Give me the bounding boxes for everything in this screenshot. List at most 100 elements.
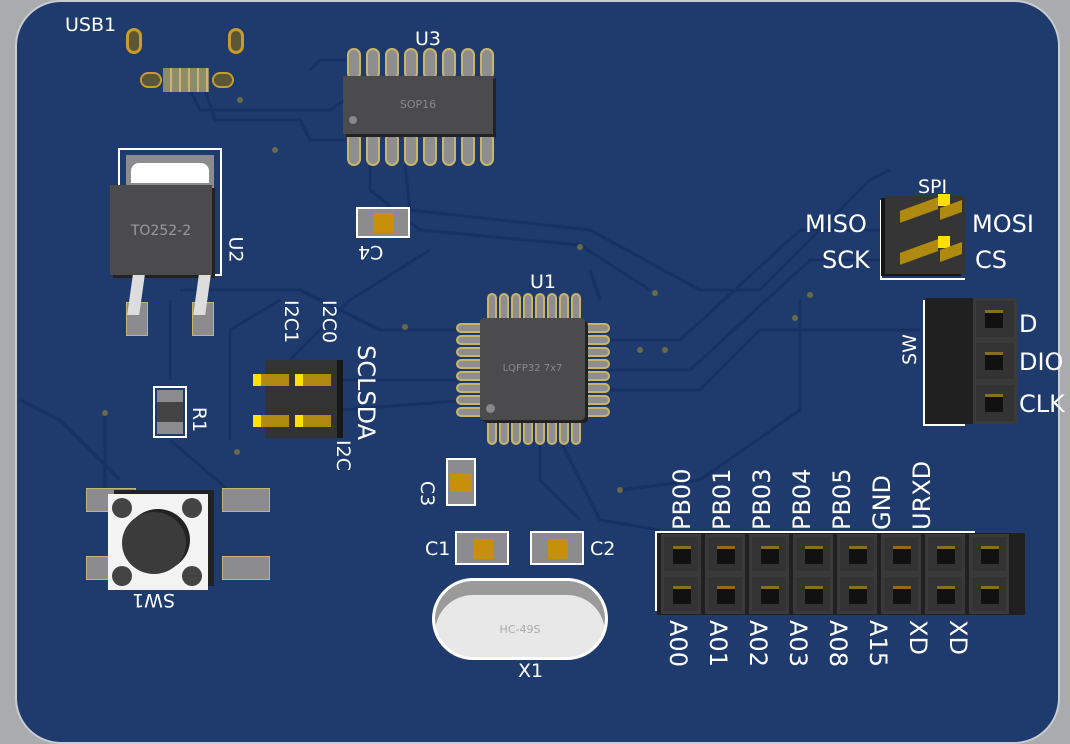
header-socket (661, 574, 701, 614)
usb-signal-pads (163, 68, 209, 92)
header-bottom-label: A00 (664, 620, 692, 667)
header-socket (705, 574, 745, 614)
sw1-pad (222, 556, 270, 580)
header-socket (837, 574, 877, 614)
u3-pin (347, 132, 361, 166)
header-bottom-label: XD (944, 620, 972, 655)
r1-label: R1 (188, 406, 211, 433)
via (792, 315, 798, 321)
trace (288, 248, 431, 362)
u3-package-marking: SOP16 (399, 98, 437, 111)
c3-label: C3 (416, 480, 439, 507)
sw1-pad (222, 488, 270, 512)
usb-pad (140, 72, 162, 88)
via (652, 290, 658, 296)
usb-pad (212, 72, 234, 88)
via (807, 292, 813, 298)
u2-to252-chip: TO252-2 (110, 185, 212, 275)
trace (588, 269, 602, 301)
c4-label: C4 (358, 241, 384, 263)
scl-sda-label: SCLSDA (352, 345, 380, 441)
trace (228, 298, 281, 440)
via (637, 347, 643, 353)
trace (308, 58, 345, 72)
header-socket (793, 534, 833, 574)
sw1-tactile-button[interactable] (108, 494, 208, 590)
via (402, 324, 408, 330)
usb-mount-hole (228, 28, 244, 54)
header-socket (749, 574, 789, 614)
header-socket (925, 534, 965, 574)
pin1-marker (349, 116, 357, 124)
u3-pin (385, 132, 399, 166)
via (234, 449, 240, 455)
trace (600, 328, 920, 392)
spi-label: SPI (918, 176, 948, 198)
u1-lqfp32-chip: LQFP32 7x7 (480, 318, 585, 420)
u3-label: U3 (415, 28, 441, 50)
c1-capacitor (455, 531, 509, 565)
spi-pin-header (885, 194, 965, 274)
header-socket (881, 534, 921, 574)
u2-package-marking: TO252-2 (130, 223, 192, 239)
via (272, 147, 278, 153)
usb1-label: USB1 (65, 14, 117, 36)
trace (538, 440, 582, 522)
u3-pin (480, 132, 494, 166)
spi-miso-label: MISO (805, 210, 867, 238)
c2-label: C2 (590, 538, 616, 560)
i2c-label: I2C (332, 440, 354, 471)
trace (558, 439, 661, 532)
x1-package-marking: HC-49S (499, 623, 541, 636)
sw-pin2-label: DIO (1019, 348, 1064, 376)
i2c0-label: I2C0 (318, 300, 340, 344)
u3-pin (461, 132, 475, 166)
trace (19, 398, 122, 482)
trace (203, 89, 345, 142)
header-socket (925, 574, 965, 614)
c4-capacitor (356, 207, 410, 238)
header-socket (881, 574, 921, 614)
via (102, 410, 108, 416)
i2c1-label: I2C1 (280, 300, 302, 344)
header-top-label: PB03 (748, 468, 776, 530)
header-socket (793, 574, 833, 614)
via (237, 97, 243, 103)
via (577, 244, 583, 250)
u1-package-marking: LQFP32 7x7 (502, 363, 563, 374)
header-bottom-label: A15 (864, 620, 892, 667)
c3-capacitor (446, 458, 476, 506)
header-top-label: PB05 (828, 468, 856, 530)
trace (339, 398, 471, 412)
c1-label: C1 (425, 538, 451, 560)
r1-outline (153, 386, 187, 438)
trace (619, 300, 802, 492)
sw1-label: SW1 (132, 589, 175, 611)
x1-label: X1 (518, 660, 544, 682)
main-pin-header (657, 533, 1025, 615)
trace (368, 165, 651, 292)
header-bottom-label: A01 (704, 620, 732, 667)
c2-capacitor (530, 531, 584, 565)
x1-crystal: HC-49S (432, 578, 608, 660)
header-bottom-label: XD (904, 620, 932, 655)
pin1-marker (486, 404, 495, 413)
header-socket (749, 534, 789, 574)
trace (600, 228, 880, 342)
u1-label: U1 (530, 271, 556, 293)
header-top-label: URXD (908, 460, 936, 530)
header-socket (969, 534, 1009, 574)
i2c-pin-header (253, 360, 343, 438)
via (617, 487, 623, 493)
header-bottom-label: A02 (744, 620, 772, 667)
sw-pin1-label: D (1019, 310, 1038, 338)
u3-sop16-chip: SOP16 (343, 76, 493, 134)
sw-pin3-label: CLK (1019, 390, 1065, 418)
trace (188, 89, 346, 112)
header-top-label: PB04 (788, 468, 816, 530)
u3-pin (442, 132, 456, 166)
spi-mosi-label: MOSI (972, 210, 1034, 238)
u2-label: U2 (224, 236, 247, 263)
header-socket (837, 534, 877, 574)
